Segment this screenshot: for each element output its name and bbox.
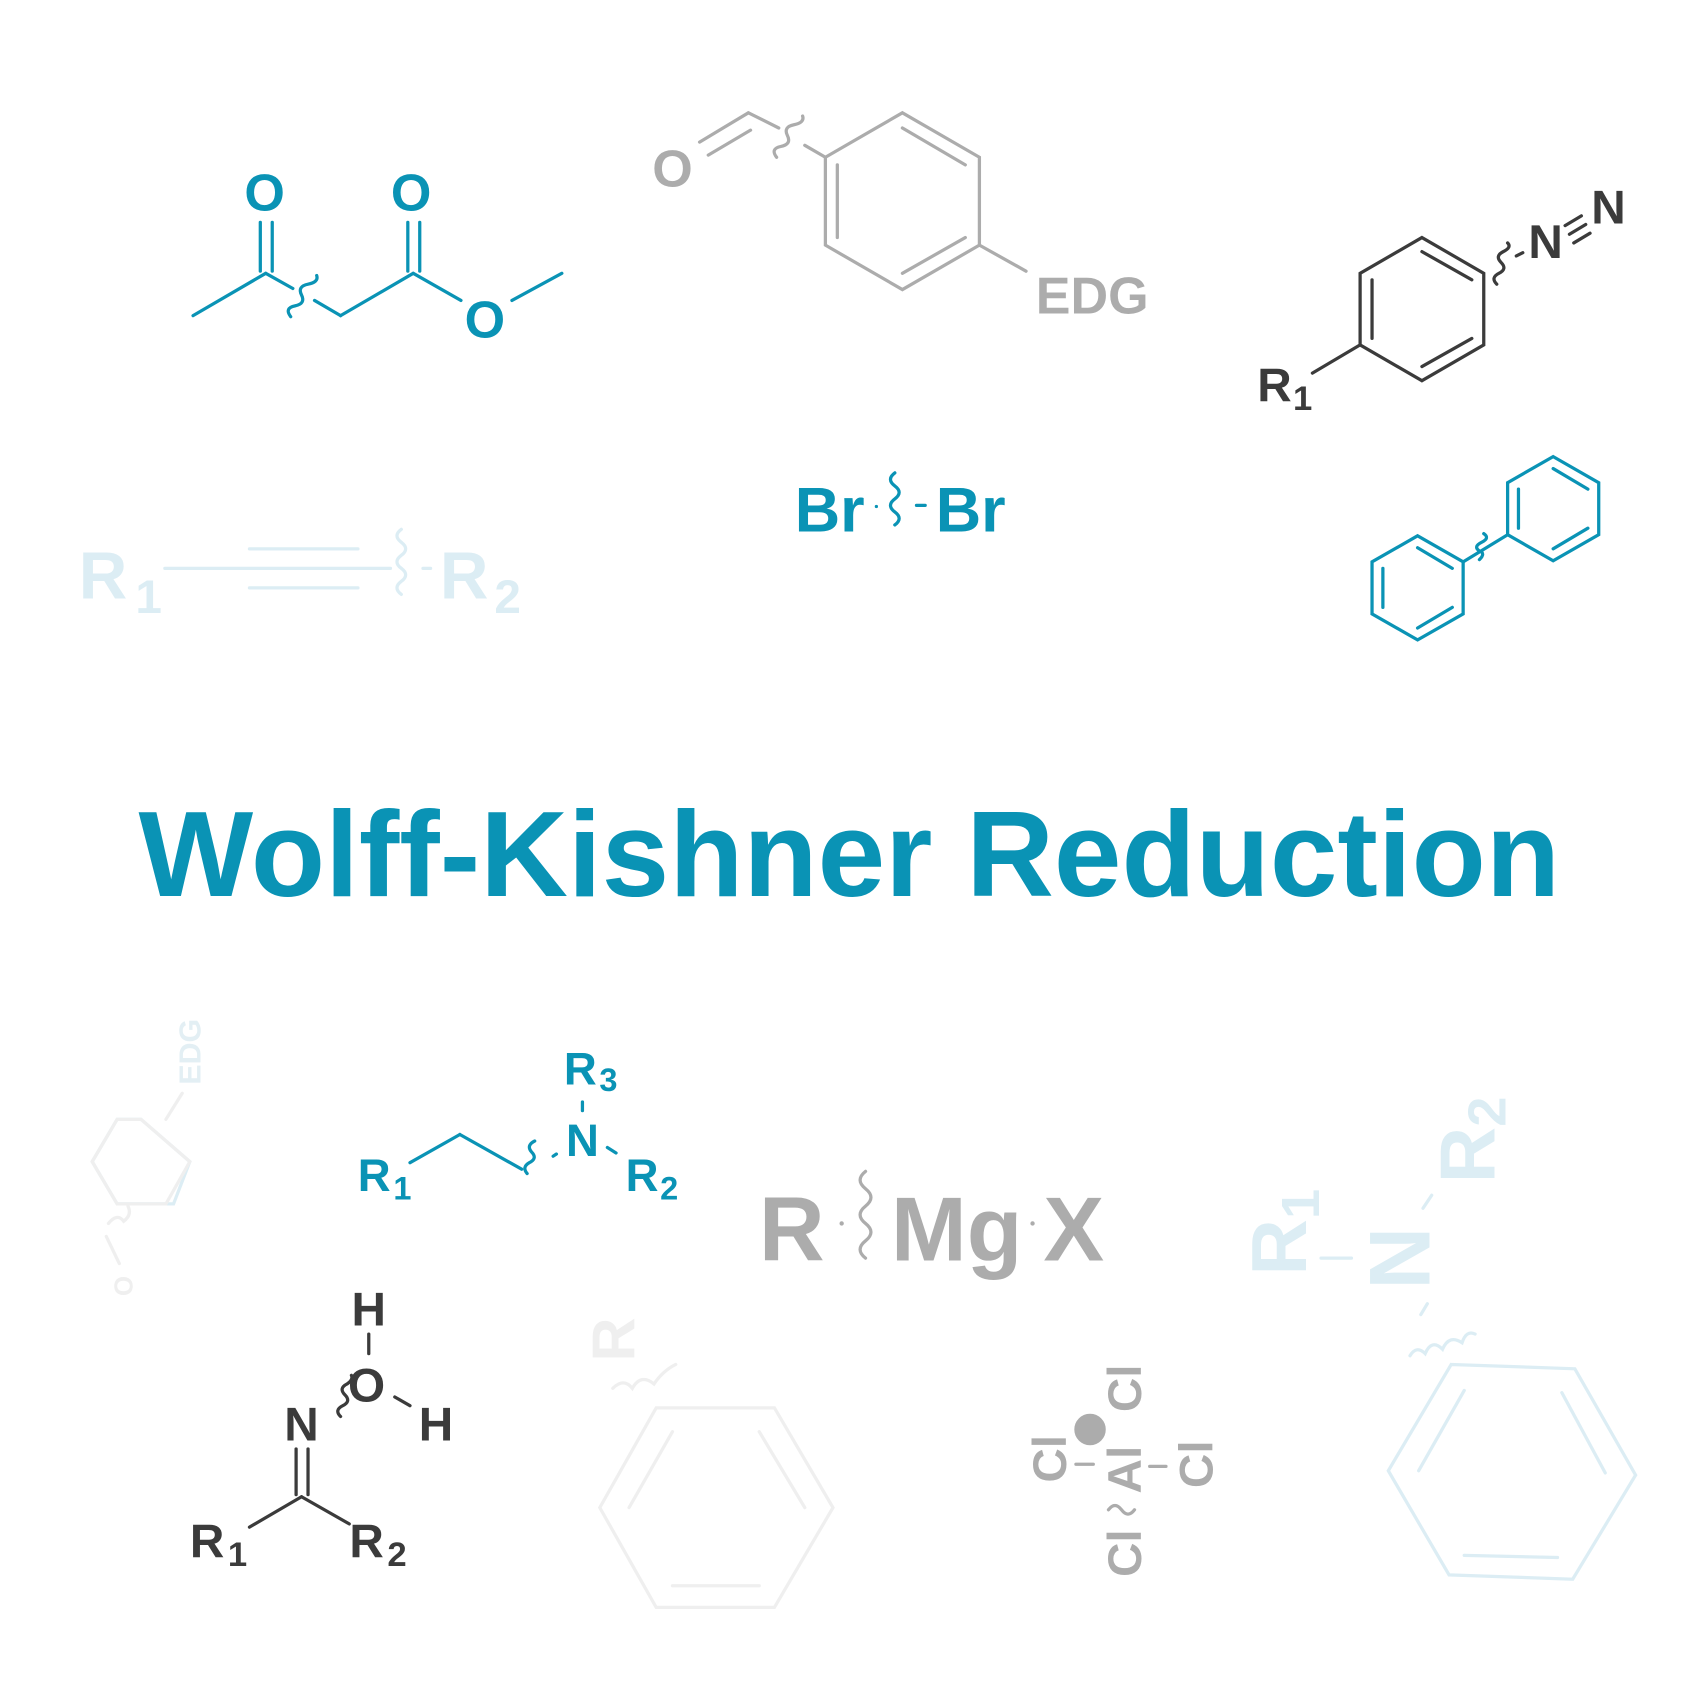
wavy-bond-icon [858,1169,873,1260]
aldehyde-structure: O EDG [652,110,1149,325]
faint-arene-structure: R [580,1318,835,1610]
atom-label: R [349,1516,383,1569]
atom-label: R [358,1150,391,1201]
atom-label: N [566,1115,599,1166]
subscript: 1 [1271,1189,1331,1219]
atom-label: O [108,1276,138,1296]
subscript: 1 [1293,380,1312,418]
biphenyl-structure [1370,454,1601,642]
wavy-bond-icon [1492,241,1511,286]
subscript: 2 [1457,1097,1517,1127]
page-title: Wolff-Kishner Reduction [138,786,1560,922]
wavy-bond-icon [1475,532,1489,562]
amine-structure: R 1 N R 3 R 2 [358,1044,679,1207]
atom-label: H [352,1283,386,1336]
wavy-bond-icon [286,273,319,319]
grignard-structure: R Mg X [759,1169,1104,1280]
atom-label: Cl [1024,1435,1077,1483]
wavy-bond-icon [395,527,408,596]
alkyne-structure: R 1 R 2 [79,527,521,624]
atom-label: R [1424,1127,1512,1183]
atom-label: R [580,1318,648,1362]
charge-label: − [1082,1414,1097,1444]
atom-label: O [391,164,431,222]
atom-label: O [244,164,284,222]
atom-label: R [190,1516,224,1569]
subscript: 2 [387,1536,406,1574]
subscript: 1 [135,571,162,624]
atom-label: R [759,1179,825,1280]
atom-label: X [1043,1179,1104,1280]
hydrazone-water-structure: H O H N R 1 R 2 [190,1283,453,1574]
atom-label: Mg [891,1179,1023,1280]
atom-label: R [564,1044,597,1095]
subscript: 2 [660,1171,678,1207]
diazonium-structure: R 1 N N [1257,181,1626,418]
aluminate-structure: Cl Al Cl Cl Cl − [1024,1364,1223,1577]
subscript: 3 [599,1062,617,1098]
atom-label: Cl [1099,1364,1152,1412]
bromine-structure: Br Br [795,471,1006,545]
atom-label: N [1591,181,1625,234]
atom-label: R [440,539,489,614]
subscript: 2 [494,571,521,624]
atom-label: H [419,1398,453,1451]
atom-label: O [465,291,505,349]
subscript: 1 [228,1536,247,1574]
aryl-amine-structure: N R 1 R 2 [1235,1097,1638,1581]
atom-label: Cl [1171,1440,1224,1488]
atom-label: R [1257,359,1291,412]
atom-label: Br [936,475,1006,545]
subscript: 1 [393,1171,411,1207]
group-label: EDG [175,1019,208,1085]
negative-charge-icon [1074,1413,1106,1446]
ketoester-structure: O O O [191,164,564,349]
group-label: EDG [1036,267,1149,325]
atom-label: R [79,539,128,614]
wavy-bond-icon [336,1373,354,1419]
atom-label: O [652,141,692,199]
atom-label: N [1352,1227,1449,1290]
atom-label: R [626,1150,659,1201]
faint-aldehyde-structure: EDG O [90,1019,208,1296]
wavy-bond-icon [1106,1503,1137,1516]
atom-label: O [348,1359,385,1412]
atom-label: N [1528,216,1562,269]
atom-label: Br [795,475,865,545]
wavy-bond-icon [1408,1331,1477,1358]
atom-label: R [1235,1219,1323,1275]
atom-label: Cl [1099,1529,1152,1577]
atom-label: N [284,1398,318,1451]
wavy-bond-icon [523,1139,537,1176]
wavy-bond-icon [772,114,805,159]
wavy-bond-icon [888,471,901,527]
atom-label: Al [1099,1446,1152,1494]
